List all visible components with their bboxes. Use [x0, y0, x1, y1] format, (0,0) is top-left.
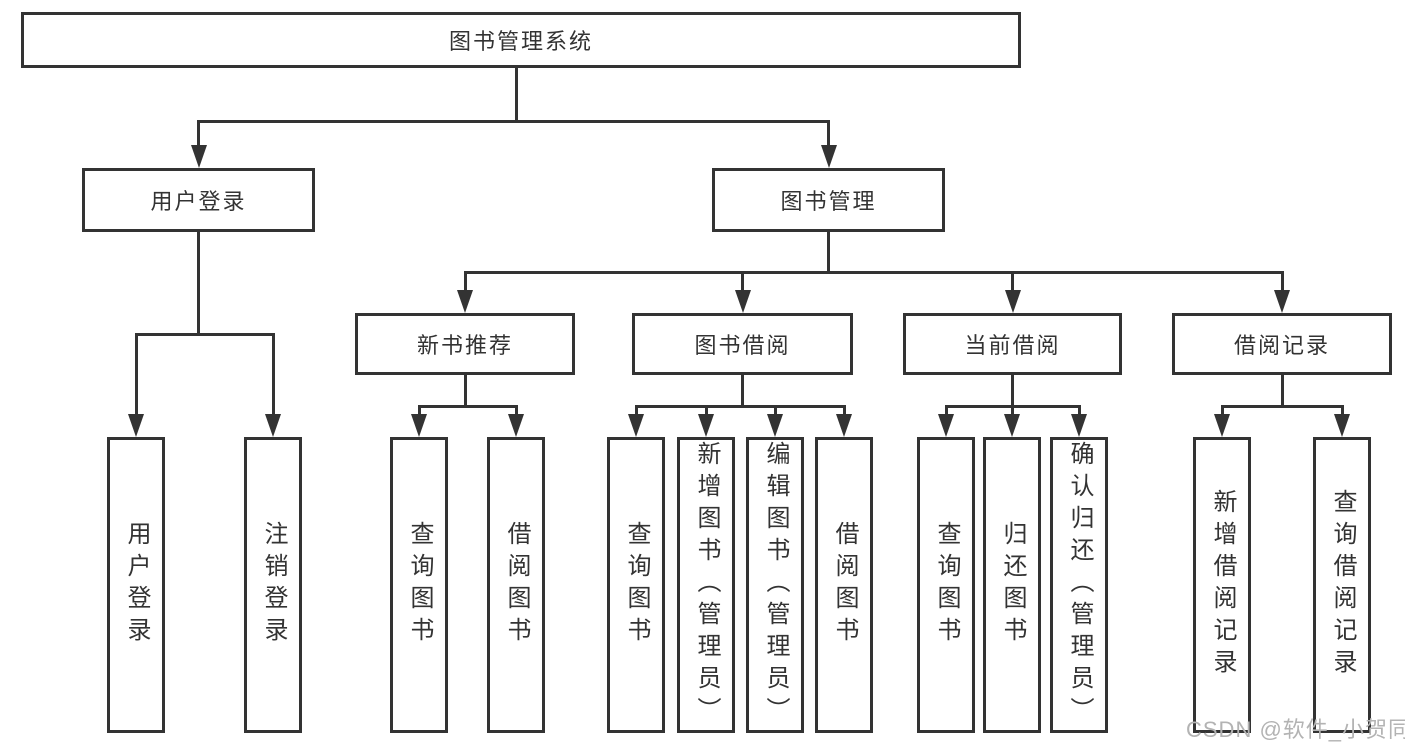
node-library-management-system: 图书管理系统 [21, 12, 1021, 68]
connector-line [1280, 375, 1284, 407]
node-new-book-recommend: 新书推荐 [355, 313, 575, 375]
node-label: 新书推荐 [416, 333, 513, 358]
arrowhead-down-icon [820, 145, 837, 168]
connector-line [842, 405, 846, 417]
connector-line [1011, 271, 1014, 293]
arrowhead-down-icon [1004, 414, 1020, 437]
leaf-return-books: 归还图书 [983, 437, 1041, 733]
connector-line [827, 120, 830, 150]
connector-line [741, 375, 744, 407]
node-book-management: 图书管理 [712, 168, 945, 232]
connector-line [1077, 405, 1081, 417]
connector-line [271, 333, 275, 418]
connector-line [197, 120, 200, 150]
leaf-borrow-books: 借阅图书 [815, 437, 873, 733]
arrowhead-down-icon [698, 414, 714, 437]
leaf-add-books-admin: 新增图书（管理员） [677, 437, 735, 733]
connector-line [463, 375, 467, 407]
node-label: 图书管理 [780, 189, 877, 214]
connector-line [417, 405, 421, 417]
node-label: 编辑图书（管理员） [762, 441, 789, 729]
node-label: 查询借阅记录 [1329, 489, 1356, 681]
arrowhead-down-icon [457, 290, 473, 313]
connector-line [741, 271, 744, 293]
connector-line [1010, 405, 1014, 417]
connector-line [463, 271, 1284, 274]
node-label: 查询图书 [623, 521, 650, 649]
node-label: 借阅记录 [1233, 333, 1330, 358]
arrowhead-down-icon [190, 145, 207, 168]
connector-line [514, 68, 518, 122]
node-label: 用户登录 [150, 189, 247, 214]
connector-line [1011, 375, 1014, 407]
leaf-query-books-recommend: 查询图书 [390, 437, 448, 733]
node-label: 归还图书 [999, 521, 1026, 649]
arrowhead-down-icon [1334, 414, 1350, 437]
node-label: 新增图书（管理员） [693, 441, 720, 729]
connector-line [1220, 405, 1343, 408]
connector-line [197, 232, 200, 335]
leaf-confirm-return-admin: 确认归还（管理员） [1050, 437, 1108, 733]
node-label: 借阅图书 [503, 521, 530, 649]
connector-line [634, 405, 846, 408]
watermark: CSDN @软件_小贺同学 [1186, 717, 1405, 742]
node-label: 确认归还（管理员） [1066, 441, 1093, 729]
arrowhead-down-icon [411, 414, 427, 437]
arrowhead-down-icon [628, 414, 644, 437]
arrowhead-down-icon [265, 414, 281, 437]
connector-line [417, 405, 518, 408]
node-borrow-records: 借阅记录 [1172, 313, 1392, 375]
node-label: 查询图书 [933, 521, 960, 649]
connector-line [704, 405, 708, 417]
connector-line [773, 405, 777, 417]
connector-line [944, 405, 948, 417]
connector-line [1220, 405, 1224, 417]
node-label: 图书管理系统 [448, 29, 593, 54]
leaf-edit-books-admin: 编辑图书（管理员） [746, 437, 804, 733]
connector-line [514, 405, 518, 417]
node-current-borrow: 当前借阅 [903, 313, 1122, 375]
connector-line [463, 271, 467, 293]
node-label: 注销登录 [260, 521, 287, 649]
connector-line [1340, 405, 1344, 417]
connector-line [634, 405, 638, 417]
arrowhead-down-icon [128, 414, 144, 437]
node-user-login: 用户登录 [82, 168, 315, 232]
leaf-logout: 注销登录 [244, 437, 302, 733]
connector-line [134, 333, 138, 418]
node-label: 当前借阅 [964, 333, 1061, 358]
arrowhead-down-icon [767, 414, 783, 437]
node-label: 借阅图书 [831, 521, 858, 649]
arrowhead-down-icon [734, 290, 751, 313]
leaf-query-books-borrow: 查询图书 [607, 437, 665, 733]
arrowhead-down-icon [938, 414, 954, 437]
arrowhead-down-icon [1071, 414, 1087, 437]
node-label: 图书借阅 [694, 333, 791, 358]
node-book-borrow: 图书借阅 [632, 313, 853, 375]
leaf-query-borrow-record: 查询借阅记录 [1313, 437, 1371, 733]
connector-line [1280, 271, 1284, 293]
node-label: 用户登录 [123, 521, 150, 649]
arrowhead-down-icon [1004, 290, 1021, 313]
node-label: 查询图书 [406, 521, 433, 649]
node-label: 新增借阅记录 [1209, 489, 1236, 681]
connector-line [134, 333, 275, 336]
connector-line [197, 120, 830, 123]
arrowhead-down-icon [1274, 290, 1290, 313]
leaf-add-borrow-record: 新增借阅记录 [1193, 437, 1251, 733]
leaf-query-books-current: 查询图书 [917, 437, 975, 733]
arrowhead-down-icon [1214, 414, 1230, 437]
connector-line [827, 232, 830, 273]
arrowhead-down-icon [836, 414, 852, 437]
leaf-borrow-books-recommend: 借阅图书 [487, 437, 545, 733]
arrowhead-down-icon [508, 414, 524, 437]
leaf-user-login: 用户登录 [107, 437, 165, 733]
